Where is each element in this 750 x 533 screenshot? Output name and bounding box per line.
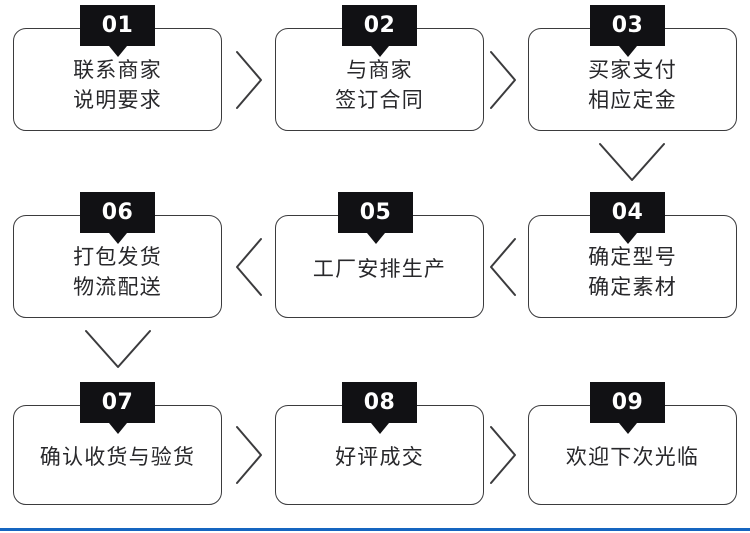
- step-number-badge-01: 01: [80, 5, 155, 46]
- step-number-09: 09: [611, 390, 644, 415]
- flow-step-label-01: 联系商家 说明要求: [73, 57, 162, 112]
- chevron-left-icon: [487, 235, 519, 299]
- step-number-04: 04: [611, 200, 644, 225]
- step-number-05: 05: [359, 200, 392, 225]
- chevron-right-icon: [233, 48, 265, 112]
- step-number-badge-05: 05: [338, 192, 413, 233]
- step-number-02: 02: [363, 13, 396, 38]
- step-number-badge-08: 08: [342, 382, 417, 423]
- flow-step-label-02: 与商家 签订合同: [335, 57, 424, 112]
- step-number-03: 03: [611, 13, 644, 38]
- chevron-down-icon: [82, 327, 154, 371]
- flow-step-label-05: 工厂安排生产: [312, 256, 447, 281]
- step-number-badge-06: 06: [80, 192, 155, 233]
- chevron-right-icon: [487, 48, 519, 112]
- flow-step-box-05[interactable]: 工厂安排生产: [275, 215, 484, 318]
- flow-step-box-08[interactable]: 好评成交: [275, 405, 484, 505]
- flow-step-label-04: 确定型号 确定素材: [588, 244, 677, 299]
- step-number-badge-07: 07: [80, 382, 155, 423]
- flow-step-label-06: 打包发货 物流配送: [73, 244, 162, 299]
- flow-step-label-09: 欢迎下次光临: [565, 445, 700, 470]
- chevron-down-icon: [596, 140, 668, 184]
- chevron-right-icon: [487, 423, 519, 487]
- chevron-right-icon: [233, 423, 265, 487]
- flow-step-label-08: 好评成交: [335, 445, 424, 470]
- step-number-badge-04: 04: [590, 192, 665, 233]
- flow-step-label-03: 买家支付 相应定金: [588, 57, 677, 112]
- step-number-08: 08: [363, 390, 396, 415]
- footer-divider: [0, 528, 750, 531]
- step-number-badge-09: 09: [590, 382, 665, 423]
- step-number-01: 01: [101, 13, 134, 38]
- step-number-badge-02: 02: [342, 5, 417, 46]
- step-number-07: 07: [101, 390, 134, 415]
- chevron-left-icon: [233, 235, 265, 299]
- step-number-06: 06: [101, 200, 134, 225]
- step-number-badge-03: 03: [590, 5, 665, 46]
- flow-step-label-07: 确认收货与验货: [39, 445, 196, 470]
